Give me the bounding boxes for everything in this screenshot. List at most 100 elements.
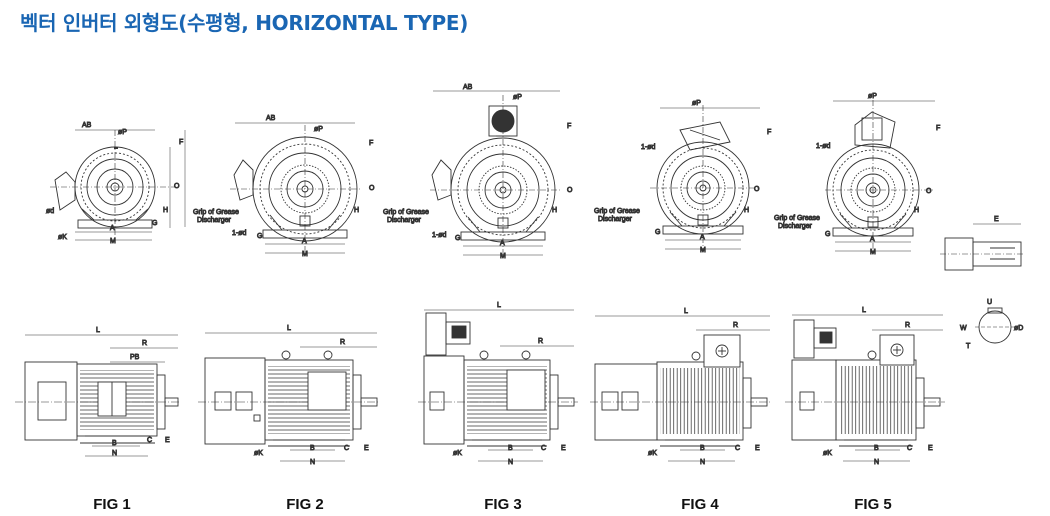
grease-note-line1: Grip of Grease [774, 215, 820, 222]
dim-P: øP [118, 129, 127, 136]
fig3-front-view [430, 90, 560, 256]
dim-N: N [700, 459, 705, 466]
dim-R: R [142, 340, 147, 347]
shaft-end-detail: E [940, 216, 1025, 271]
fig4-front-view [650, 105, 760, 250]
dim-A: A [870, 236, 875, 243]
dim-F: F [567, 123, 571, 130]
dim-A: A [700, 234, 705, 241]
dim-N: N [112, 450, 117, 457]
dim-N: N [874, 459, 879, 466]
fig5-side-view [785, 314, 945, 462]
grease-note-line1: Grip of Grease [383, 209, 429, 216]
dim-E: E [364, 445, 369, 452]
dim-A: A [110, 225, 115, 232]
fig2-front-view [230, 122, 360, 254]
fig2-side-view [198, 332, 380, 462]
grease-note-line2: Discharger [197, 217, 232, 224]
dim-C: C [907, 445, 912, 452]
dim-K: øK [648, 450, 657, 457]
page-title: 벡터 인버터 외형도(수평형, HORIZONTAL TYPE) [20, 11, 469, 35]
dim-P: øP [513, 94, 522, 101]
dim-L: L [497, 302, 501, 309]
dim-E: E [165, 437, 170, 444]
dim-K: øK [823, 450, 832, 457]
fig3-front-labels: AB øP F O H G 1-ød A M Grip of Grease Di… [383, 84, 574, 261]
dim-O: O [369, 185, 375, 192]
dim-M: M [870, 249, 876, 256]
fig4-side-labels: L R øK B N C E [648, 308, 761, 467]
dim-B: B [700, 445, 705, 452]
dim-K: øK [453, 450, 462, 457]
dim-P: øP [692, 100, 701, 107]
dim-P: øP [868, 93, 877, 100]
dim-H: H [744, 207, 749, 214]
dim-R: R [538, 338, 543, 345]
dim-G: G [455, 235, 460, 242]
dim-B: B [310, 445, 315, 452]
dim-L: L [684, 308, 688, 315]
fig2-side-labels: L R øK B N C E [254, 325, 370, 467]
dim-d: 1-ød [432, 232, 447, 239]
dim-M: M [110, 238, 116, 245]
dim-B: B [112, 440, 117, 447]
dim-E: E [994, 216, 999, 223]
grease-note-line2: Discharger [387, 217, 422, 224]
dim-C: C [541, 445, 546, 452]
grease-note-line1: Grip of Grease [594, 208, 640, 215]
grease-note-line1: Grip of Grease [193, 209, 239, 216]
dim-d: ød [46, 208, 54, 215]
dim-M: M [700, 247, 706, 254]
dim-N: N [508, 459, 513, 466]
dim-AB: AB [463, 84, 473, 91]
dim-O: O [754, 186, 760, 193]
fig3-label: FIG 3 [484, 496, 522, 513]
dim-C: C [147, 437, 152, 444]
dim-L: L [862, 307, 866, 314]
dim-F: F [936, 125, 940, 132]
dim-AB: AB [266, 115, 276, 122]
fig3-side-labels: L R øK B N C E [453, 302, 567, 467]
dim-O: O [926, 188, 932, 195]
fig1-side-view [15, 334, 180, 457]
fig1-front-labels: AB øP F O H G ød A M øK [46, 122, 184, 246]
dim-AB: AB [82, 122, 92, 129]
dim-D: øD [1014, 325, 1023, 332]
fig4-front-labels: øP F 1-ød O H G A M Grip of Grease Disch… [594, 100, 772, 255]
dim-L: L [287, 325, 291, 332]
fig5-side-labels: L R øK B N C E [823, 307, 934, 467]
dim-C: C [344, 445, 349, 452]
dim-M: M [302, 251, 308, 258]
dim-E: E [755, 445, 760, 452]
dim-K: øK [254, 450, 263, 457]
dim-O: O [174, 183, 180, 190]
dim-PB: PB [130, 354, 140, 361]
dim-F: F [369, 140, 373, 147]
grease-note-line2: Discharger [598, 216, 633, 223]
dim-d: 1-ød [641, 144, 656, 151]
dim-A: A [500, 240, 505, 247]
fig1-side-labels: L R PB B N C E [96, 327, 171, 458]
dim-L: L [96, 327, 100, 334]
dim-C: C [735, 445, 740, 452]
fig5-front-labels: øP F 1-ød O H G A M Grip of Grease Disch… [774, 93, 941, 257]
dim-d: 1-ød [232, 230, 247, 237]
dim-P: øP [314, 126, 323, 133]
dim-B: B [508, 445, 513, 452]
fig4-label: FIG 4 [681, 496, 719, 513]
dim-G: G [152, 220, 157, 227]
fig3-side-view [418, 309, 578, 462]
fig2-label: FIG 2 [286, 496, 324, 513]
dim-d: 1-ød [816, 143, 831, 150]
dim-K: øK [58, 234, 67, 241]
dim-G: G [655, 229, 660, 236]
fig2-front-labels: AB øP F O H G 1-ød A M Grip of Grease Di… [193, 115, 376, 259]
dim-N: N [310, 459, 315, 466]
dim-F: F [179, 139, 183, 146]
dim-U: U [987, 299, 992, 306]
dim-H: H [552, 207, 557, 214]
fig1-label: FIG 1 [93, 496, 131, 513]
dim-M: M [500, 253, 506, 260]
dim-E: E [928, 445, 933, 452]
dim-E: E [561, 445, 566, 452]
